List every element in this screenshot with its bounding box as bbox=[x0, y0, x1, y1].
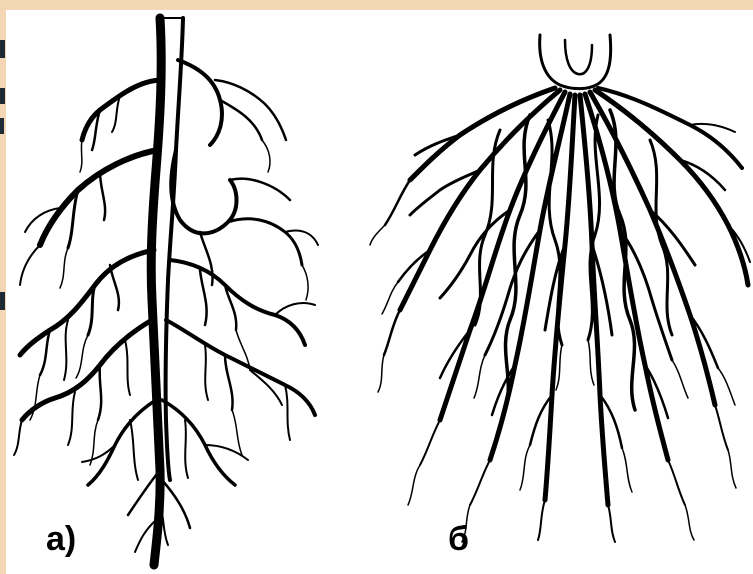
panel-b-label: б bbox=[448, 522, 469, 556]
lateral-root bbox=[171, 150, 236, 233]
stem-base bbox=[540, 35, 611, 89]
fibrous-root-system bbox=[370, 35, 750, 542]
lateral-root bbox=[20, 250, 154, 355]
taproot-system bbox=[14, 18, 318, 565]
taproot-main bbox=[151, 18, 161, 565]
lateral-root bbox=[82, 80, 162, 140]
panel-a-label: а) bbox=[46, 522, 76, 556]
lateral-root bbox=[88, 400, 156, 485]
lateral-root bbox=[166, 320, 315, 415]
lateral-root bbox=[40, 150, 158, 245]
